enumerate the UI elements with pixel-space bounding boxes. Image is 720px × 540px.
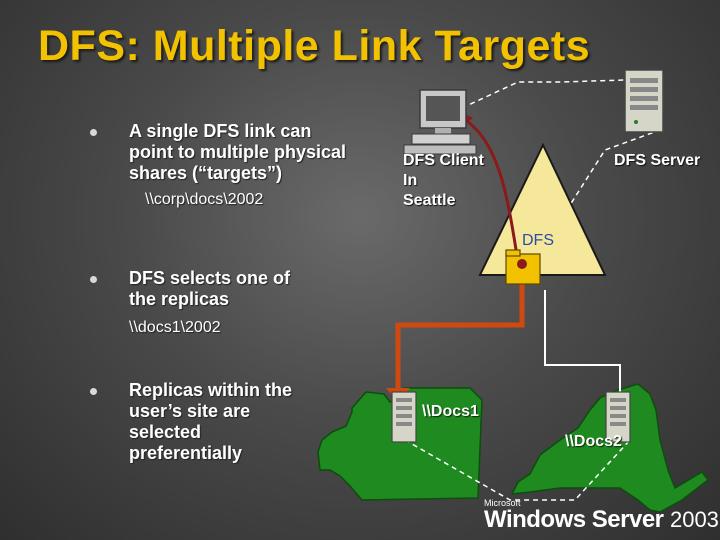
bullet-1-text: A single DFS link can point to multiple … [129, 121, 346, 184]
dfs-server-label: DFS Server [614, 152, 701, 169]
bullet-line: preferentially [129, 443, 243, 463]
docs1-server-icon [391, 391, 417, 443]
referral-arrow-client [461, 116, 520, 263]
bullet-line: user’s site are [129, 401, 251, 421]
docs1-label: \\Docs1 [422, 403, 479, 420]
bullet-line: DFS selects one of [129, 268, 291, 288]
dfs-server-icon [624, 69, 664, 133]
windows-server-logo: Windows Server 2003 [484, 506, 719, 534]
windows-server-product-text: Windows Server [484, 506, 664, 533]
docs2-label: \\Docs2 [565, 433, 622, 450]
label-line: DFS Client [403, 152, 484, 169]
dfs-namespace-triangle [478, 142, 607, 276]
bullet-line: A single DFS link can [129, 121, 312, 141]
label-line: In [403, 172, 418, 189]
bullet-2-text: DFS selects one of the replicas [129, 268, 290, 310]
windows-server-year-text: 2003 [669, 507, 719, 532]
bullet-1-subtext: \\corp\docs\2002 [145, 191, 264, 208]
bullet-2-subtext: \\docs1\2002 [129, 319, 221, 336]
bullet-line: point to multiple physical [129, 142, 347, 162]
docs2-server-icon [605, 391, 631, 443]
slide-title: DFS: Multiple Link Targets [38, 22, 591, 70]
referral-path-docs1 [395, 282, 525, 390]
microsoft-logo-text: Microsoft [484, 498, 521, 508]
bullet-dot [90, 129, 97, 136]
dashed-link-client-server [461, 79, 626, 109]
dfs-namespace-label: DFS [522, 232, 554, 249]
bullet-line: selected [129, 422, 202, 442]
bullet-dot [90, 276, 97, 283]
new-york-map [510, 383, 710, 513]
label-line: Seattle [403, 192, 456, 209]
shared-folder-icon [505, 249, 541, 285]
client-computer-icon [403, 89, 477, 155]
link-to-docs2 [544, 290, 621, 392]
bullet-line: Replicas within the [129, 380, 293, 400]
dashed-link-docs1-docs2 [404, 439, 631, 501]
bullet-3-text: Replicas within the user’s site are sele… [129, 380, 292, 464]
bullet-dot [90, 388, 97, 395]
bullet-line: shares (“targets”) [129, 163, 283, 183]
dfs-client-label: DFS Client In Seattle [403, 151, 484, 211]
bullet-line: the replicas [129, 289, 230, 309]
